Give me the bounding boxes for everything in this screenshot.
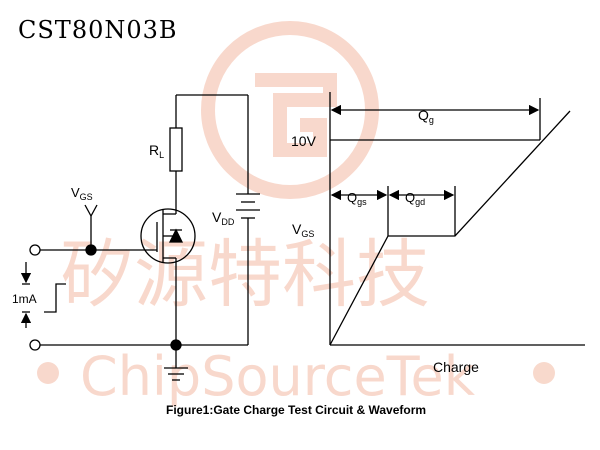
qgs-label: Qgs	[347, 190, 367, 207]
current-label: 1mA	[12, 292, 37, 306]
vgs-circuit-label: VGS	[71, 185, 93, 202]
test-circuit	[20, 94, 260, 381]
rl-label: RL	[149, 142, 164, 160]
watermark-dot-right	[533, 362, 555, 384]
watermark: 矽源特科技 ChipSourceTek	[37, 21, 555, 408]
watermark-dot-left	[37, 362, 59, 384]
watermark-logo-mark	[255, 73, 337, 157]
vdd-battery	[236, 193, 260, 219]
load-resistor	[169, 127, 183, 172]
qg-label: Qg	[418, 107, 434, 125]
mosfet-symbol	[140, 208, 196, 264]
ten-volt-label: 10V	[291, 133, 317, 149]
figure-caption: Figure1:Gate Charge Test Circuit & Wavef…	[166, 403, 426, 417]
watermark-chinese: 矽源特科技	[60, 232, 430, 318]
waveform	[329, 92, 585, 346]
charge-axis-label: Charge	[433, 359, 479, 375]
vdd-label: VDD	[212, 209, 235, 227]
qgd-label: Qgd	[405, 190, 425, 207]
current-pulse	[20, 262, 66, 328]
vgs-curve	[329, 110, 571, 346]
ground-symbol	[164, 345, 188, 381]
part-number-title: CST80N03B	[18, 16, 178, 44]
vgs-waveform-label: VGS	[292, 221, 314, 239]
watermark-latin: ChipSourceTek	[80, 345, 476, 408]
